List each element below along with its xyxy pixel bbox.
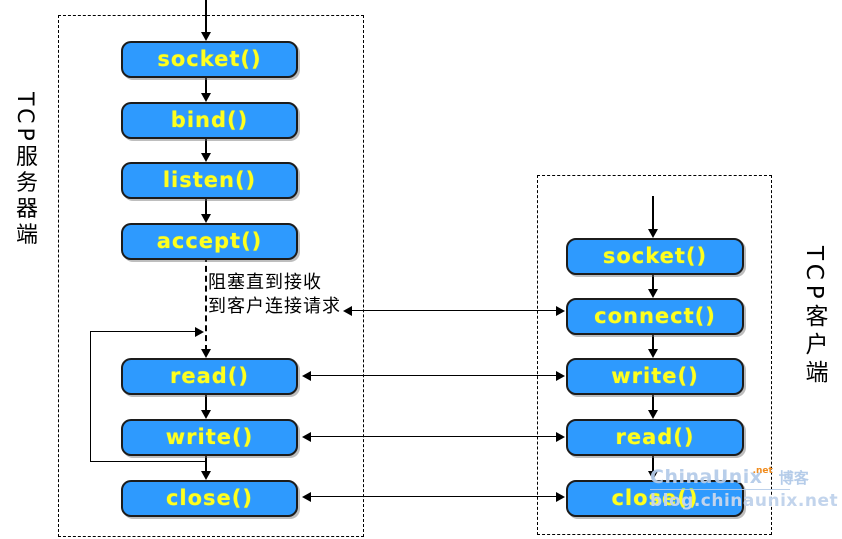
- server-box-socket-label: socket(): [157, 47, 262, 71]
- arrowhead-listen-accept: [201, 214, 211, 223]
- arrowhead-read-write: [201, 410, 211, 419]
- client-box-write-label: write(): [611, 364, 699, 388]
- arrow-line-accept-connect: [351, 310, 557, 311]
- arrow-line-read-close-client: [652, 452, 654, 472]
- server-box-read-label: read(): [170, 364, 249, 388]
- arrow-line-write-close: [205, 452, 207, 472]
- arrowhead-entry-server: [201, 32, 211, 41]
- arrow-line-write-read-exchange: [310, 436, 557, 437]
- client-box-close: close(): [566, 480, 744, 517]
- client-box-socket: socket(): [566, 238, 744, 275]
- server-box-close: close(): [121, 480, 298, 517]
- client-box-connect: connect(): [566, 298, 744, 335]
- arrow-line-listen-accept: [205, 195, 207, 215]
- client-panel-border: [537, 175, 772, 535]
- client-box-write: write(): [566, 358, 744, 395]
- server-box-socket: socket(): [121, 41, 298, 78]
- server-box-close-label: close(): [165, 486, 253, 510]
- arrowhead-accept-read: [201, 349, 211, 358]
- arrowhead-socket-bind: [201, 93, 211, 102]
- arrowhead-socket-connect: [648, 289, 658, 298]
- server-panel-label: TCP服务器端: [12, 92, 37, 249]
- arrowhead-close-close-right: [556, 492, 565, 502]
- blocking-annotation-line1: 阻塞直到接收: [208, 272, 322, 293]
- watermark-sup: .net: [752, 466, 773, 476]
- arrowhead-write-read-right: [556, 432, 565, 442]
- client-box-connect-label: connect(): [594, 304, 716, 328]
- arrowhead-connect-write: [648, 349, 658, 358]
- client-box-socket-label: socket(): [602, 244, 708, 268]
- server-box-write: write(): [121, 419, 298, 456]
- arrowhead-accept-connect-right: [556, 306, 565, 316]
- arrowhead-loop: [195, 327, 204, 337]
- server-box-write-label: write(): [165, 425, 254, 449]
- arrowhead-read-close-client: [648, 471, 658, 480]
- watermark-brand: ChinaUnix: [650, 466, 763, 488]
- arrowhead-write-read-left: [302, 432, 311, 442]
- watermark-brand-line: ChinaUnix.net 博客: [650, 466, 838, 488]
- blocking-annotation: 阻塞直到接收 到客户连接请求: [208, 271, 341, 319]
- client-box-close-label: close(): [611, 486, 699, 510]
- server-box-accept: accept(): [121, 223, 298, 260]
- blocking-annotation-line2: 到客户连接请求: [208, 296, 341, 317]
- client-panel-label: TCP客户端: [801, 246, 827, 388]
- arrowhead-read-write-left: [302, 371, 311, 381]
- server-box-bind: bind(): [121, 102, 298, 139]
- watermark-url: blog.chinaunix.net: [650, 491, 839, 511]
- arrowhead-read-write-right: [556, 371, 565, 381]
- server-panel-border: [58, 15, 364, 537]
- loop-line-top: [90, 331, 196, 332]
- arrowhead-write-close: [201, 471, 211, 480]
- server-box-listen: listen(): [121, 162, 298, 199]
- arrow-line-read-write: [205, 391, 207, 411]
- arrow-line-entry-server: [205, 0, 207, 33]
- watermark-suffix: 博客: [778, 469, 809, 487]
- watermark: ChinaUnix.net 博客 blog.chinaunix.net: [650, 466, 838, 511]
- arrow-line-entry-client: [652, 196, 654, 230]
- arrow-line-write-read-client: [652, 391, 654, 411]
- arrowhead-accept-connect-left: [343, 306, 352, 316]
- arrow-line-connect-write: [652, 331, 654, 350]
- arrowhead-write-read-client: [648, 410, 658, 419]
- arrowhead-close-close-left: [302, 492, 311, 502]
- arrowhead-entry-client: [648, 229, 658, 238]
- client-box-read-label: read(): [615, 425, 695, 449]
- arrowhead-bind-listen: [201, 153, 211, 162]
- client-box-read: read(): [566, 419, 744, 456]
- arrow-line-accept-read-dashed: [205, 256, 207, 351]
- arrow-line-close-close-exchange: [310, 496, 557, 497]
- server-box-accept-label: accept(): [156, 229, 263, 253]
- arrow-line-socket-bind: [205, 74, 207, 94]
- arrow-line-read-write-exchange: [310, 375, 557, 376]
- server-box-read: read(): [121, 358, 298, 395]
- watermark-divider: [650, 489, 790, 490]
- server-box-listen-label: listen(): [162, 168, 257, 192]
- loop-line-left: [90, 331, 91, 462]
- arrow-line-socket-connect: [652, 271, 654, 290]
- server-box-bind-label: bind(): [170, 108, 249, 132]
- arrow-line-bind-listen: [205, 135, 207, 154]
- loop-line-bottom: [90, 461, 206, 462]
